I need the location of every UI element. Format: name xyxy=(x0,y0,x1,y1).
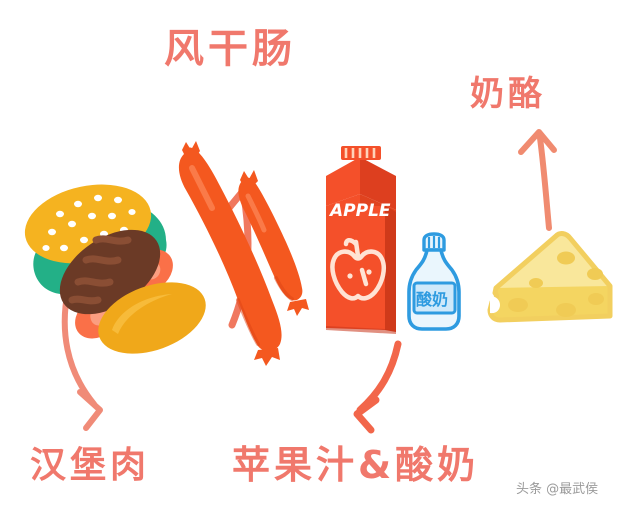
burger-patty-grill-marks xyxy=(68,235,132,305)
arrow-cheese-group xyxy=(518,129,557,231)
carton-top-seal-stripes xyxy=(344,148,376,158)
label-dried-sausage: 风干肠 xyxy=(164,26,296,72)
yogurt-label-text: 酸奶 xyxy=(416,290,448,309)
carton-gable-left xyxy=(326,157,360,206)
carton-brand-text: APPLE xyxy=(328,201,391,221)
burger-bottom-bun xyxy=(98,282,206,354)
carton-front-panel xyxy=(326,206,385,330)
sausage-small-highlight xyxy=(245,193,267,233)
arrow-juice-head xyxy=(353,396,380,434)
burger-sesame-seeds xyxy=(42,194,136,252)
cheese-notch xyxy=(490,296,500,314)
cheese-group xyxy=(487,231,613,323)
arrow-cheese-head xyxy=(518,129,557,155)
burger-group xyxy=(24,184,206,354)
yogurt-label-panel xyxy=(412,281,457,315)
label-hamburger-patty: 汉堡肉 xyxy=(30,445,151,486)
arrow-cheese-shaft xyxy=(537,135,552,231)
carton-gable-right xyxy=(360,157,396,210)
sausage-small-tie-top xyxy=(240,170,258,187)
cheese-holes xyxy=(508,251,604,317)
carton-apple-graphic xyxy=(330,238,386,301)
cheese-top-face xyxy=(496,233,610,300)
sausages-group xyxy=(178,141,309,366)
juice-carton-group: APPLE xyxy=(326,146,396,334)
sausage-large-shadow xyxy=(236,298,260,346)
sausage-large-tie-bottom xyxy=(254,348,280,366)
burger-bottom-bun-highlight xyxy=(112,294,172,334)
label-cheese: 奶酪 xyxy=(470,74,546,114)
watermark-text: 头条 @最武侯 xyxy=(516,482,599,497)
sausage-small-shadow xyxy=(274,276,294,301)
yogurt-cap-ridges xyxy=(427,236,441,248)
cheese-outline xyxy=(487,231,613,323)
sausage-large-highlight xyxy=(189,165,215,211)
carton-bottom-edge xyxy=(326,326,396,334)
sausage-large-tie-top xyxy=(182,141,200,158)
arrow-patty-head xyxy=(77,389,103,431)
sausage-small-tie-bottom xyxy=(287,299,309,316)
label-apple-juice-and-yogurt: 苹果汁&酸奶 xyxy=(232,443,480,487)
arrow-juice-group xyxy=(353,340,402,434)
carton-side-panel xyxy=(385,206,396,332)
carton-apple-eyes xyxy=(347,269,372,279)
yogurt-bottle-group: 酸奶 xyxy=(407,232,461,331)
